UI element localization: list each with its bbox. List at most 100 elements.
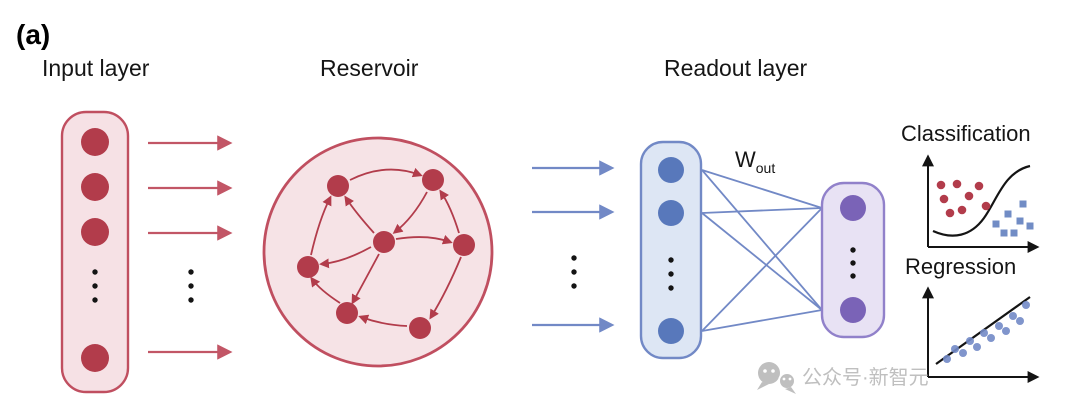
- reservoir-edge: [392, 191, 428, 234]
- ellipsis-dot: [850, 260, 856, 266]
- class-a-dot: [945, 208, 955, 218]
- connection-line: [701, 169, 823, 311]
- ellipsis-dot: [92, 269, 98, 275]
- reservoir-title: Reservoir: [320, 55, 419, 81]
- regression-dot: [959, 349, 967, 357]
- regression-dot: [987, 334, 995, 342]
- class-b-square: [1004, 210, 1012, 218]
- class-a-dot: [952, 179, 962, 189]
- class-a-dot: [981, 201, 991, 211]
- reservoir-edge: [358, 314, 408, 327]
- connection-line: [701, 207, 823, 332]
- class-a-dot: [974, 181, 984, 191]
- regression-dot: [951, 345, 959, 353]
- connection-line: [701, 169, 823, 209]
- wechat-eye: [782, 377, 786, 381]
- ellipsis-dot: [850, 247, 856, 253]
- reservoir-node: [327, 175, 349, 197]
- ellipsis-dot: [668, 257, 674, 263]
- class-a-dot: [939, 194, 949, 204]
- decision-curve: [932, 164, 1031, 237]
- input-layer: [60, 110, 130, 394]
- reservoir-edge: [310, 195, 332, 256]
- reservoir-edge: [395, 234, 453, 245]
- regression-dot: [1016, 317, 1024, 325]
- wout-subscript: out: [756, 160, 776, 176]
- class-a-dot: [964, 191, 974, 201]
- wechat-bubble-small: [778, 372, 796, 390]
- input-node: [81, 218, 109, 246]
- readout-panel: [639, 140, 703, 360]
- regression-chart: [922, 286, 1040, 383]
- reservoir-node: [297, 256, 319, 278]
- input-layer-title: Input layer: [42, 55, 150, 81]
- output-node: [840, 195, 866, 221]
- ellipsis-dot: [850, 273, 856, 279]
- input-node: [81, 344, 109, 372]
- readout-connections: [701, 169, 823, 332]
- regression-dot: [1022, 301, 1030, 309]
- classification-title: Classification: [901, 121, 1031, 146]
- readout-node: [658, 157, 684, 183]
- input-node: [81, 173, 109, 201]
- reservoir-edge: [429, 256, 462, 320]
- class-b-square: [1016, 217, 1024, 225]
- connection-line: [701, 309, 823, 332]
- output-layer: [820, 181, 886, 339]
- ellipsis-dot: [188, 269, 194, 275]
- class-a-dot: [936, 180, 946, 190]
- ellipsis-dot: [188, 283, 194, 289]
- connection-line: [701, 212, 823, 311]
- wout-symbol: W: [735, 147, 756, 172]
- wechat-bubble-small-tail: [785, 387, 796, 394]
- class-b-square: [1026, 222, 1034, 230]
- wechat-bubble-large-tail: [757, 382, 769, 390]
- regression-title: Regression: [905, 254, 1016, 279]
- output-panel: [820, 181, 886, 339]
- reservoir-node: [422, 169, 444, 191]
- readout-node: [658, 318, 684, 344]
- regression-dot: [980, 329, 988, 337]
- class-b-square: [1010, 229, 1018, 237]
- classification-chart: [922, 154, 1040, 253]
- reservoir-edge: [319, 246, 372, 269]
- ellipsis-dot: [571, 255, 577, 261]
- connection-line: [701, 207, 823, 214]
- output-node: [840, 297, 866, 323]
- wechat-eye: [788, 377, 792, 381]
- regression-dot: [966, 337, 974, 345]
- regression-dot: [943, 355, 951, 363]
- ellipsis-dot: [92, 297, 98, 303]
- input-arrows: [148, 135, 233, 360]
- reservoir-edge: [310, 276, 341, 304]
- ellipsis-dot: [571, 283, 577, 289]
- class-b-square: [1000, 229, 1008, 237]
- reservoir-edge: [439, 189, 460, 234]
- class-b-square: [992, 220, 1000, 228]
- readout-layer-title: Readout layer: [664, 55, 808, 81]
- wechat-eye: [763, 369, 767, 373]
- input-node: [81, 128, 109, 156]
- reservoir-edge: [344, 195, 375, 234]
- reservoir-edge: [351, 253, 380, 305]
- regression-dot: [1009, 312, 1017, 320]
- readout-layer: [639, 140, 703, 360]
- watermark: 公众号·新智元: [757, 362, 929, 394]
- class-b-square: [1019, 200, 1027, 208]
- panel-letter: (a): [16, 19, 50, 50]
- reservoir-node: [336, 302, 358, 324]
- watermark-text: 公众号·新智元: [802, 366, 929, 389]
- wout-label: Wout: [735, 147, 775, 176]
- input-layer-panel: [60, 110, 130, 394]
- ellipsis-dot: [668, 285, 674, 291]
- reservoir-node: [453, 234, 475, 256]
- ellipsis-dot: [571, 269, 577, 275]
- class-a-dot: [957, 205, 967, 215]
- reservoir-node: [409, 317, 431, 339]
- reservoir-output-arrows: [532, 160, 615, 333]
- reservoir-node: [373, 231, 395, 253]
- ellipsis-dot: [668, 271, 674, 277]
- regression-dot: [995, 322, 1003, 330]
